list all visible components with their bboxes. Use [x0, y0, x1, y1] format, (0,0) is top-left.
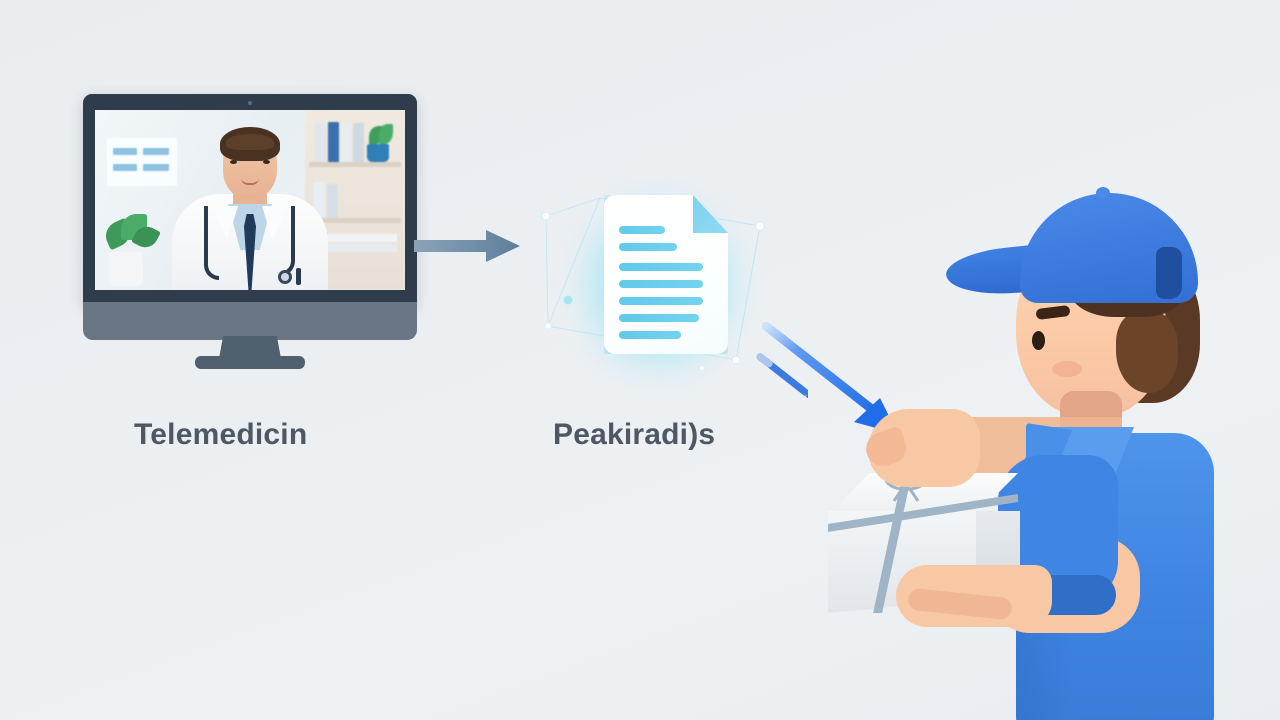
document-text-line	[619, 331, 681, 339]
monitor-chin	[83, 302, 417, 340]
shelf-plant-pot	[367, 144, 389, 162]
doctor-smile	[241, 178, 259, 185]
cap-back-band	[1156, 247, 1182, 299]
stethoscope-bell	[278, 270, 292, 284]
document-text-line	[619, 280, 703, 288]
webcam-dot	[248, 101, 252, 105]
wall-chart	[107, 138, 177, 186]
monitor-bezel	[83, 94, 417, 306]
courier-cheek	[1052, 361, 1082, 377]
stethoscope-left-tube	[204, 206, 219, 280]
cap-button	[1096, 187, 1110, 199]
document-text-line	[619, 297, 703, 305]
document-text-line	[619, 226, 665, 234]
floor-plant-pot	[109, 252, 143, 286]
courier-hair-side	[1116, 311, 1178, 393]
caption-telemedicine: Telemedicin	[134, 418, 308, 451]
document-text-line	[619, 314, 699, 322]
monitor-stand-foot	[195, 356, 305, 369]
stethoscope-right-tube	[280, 206, 295, 276]
document-text-line	[619, 263, 703, 271]
courier-eye	[1032, 331, 1045, 350]
caption-prescription: Peakiradi)s	[553, 418, 716, 451]
monitor-screen	[95, 110, 405, 290]
telemedicine-monitor	[83, 94, 417, 369]
coat-pocket-pen	[296, 268, 301, 285]
doctor-video-scene	[95, 110, 405, 290]
document-text-line	[619, 243, 677, 251]
delivery-person	[820, 155, 1280, 720]
document-node	[528, 168, 808, 404]
arrow-monitor-to-document-icon	[414, 230, 520, 262]
courier-neck-shadow	[1060, 391, 1122, 417]
